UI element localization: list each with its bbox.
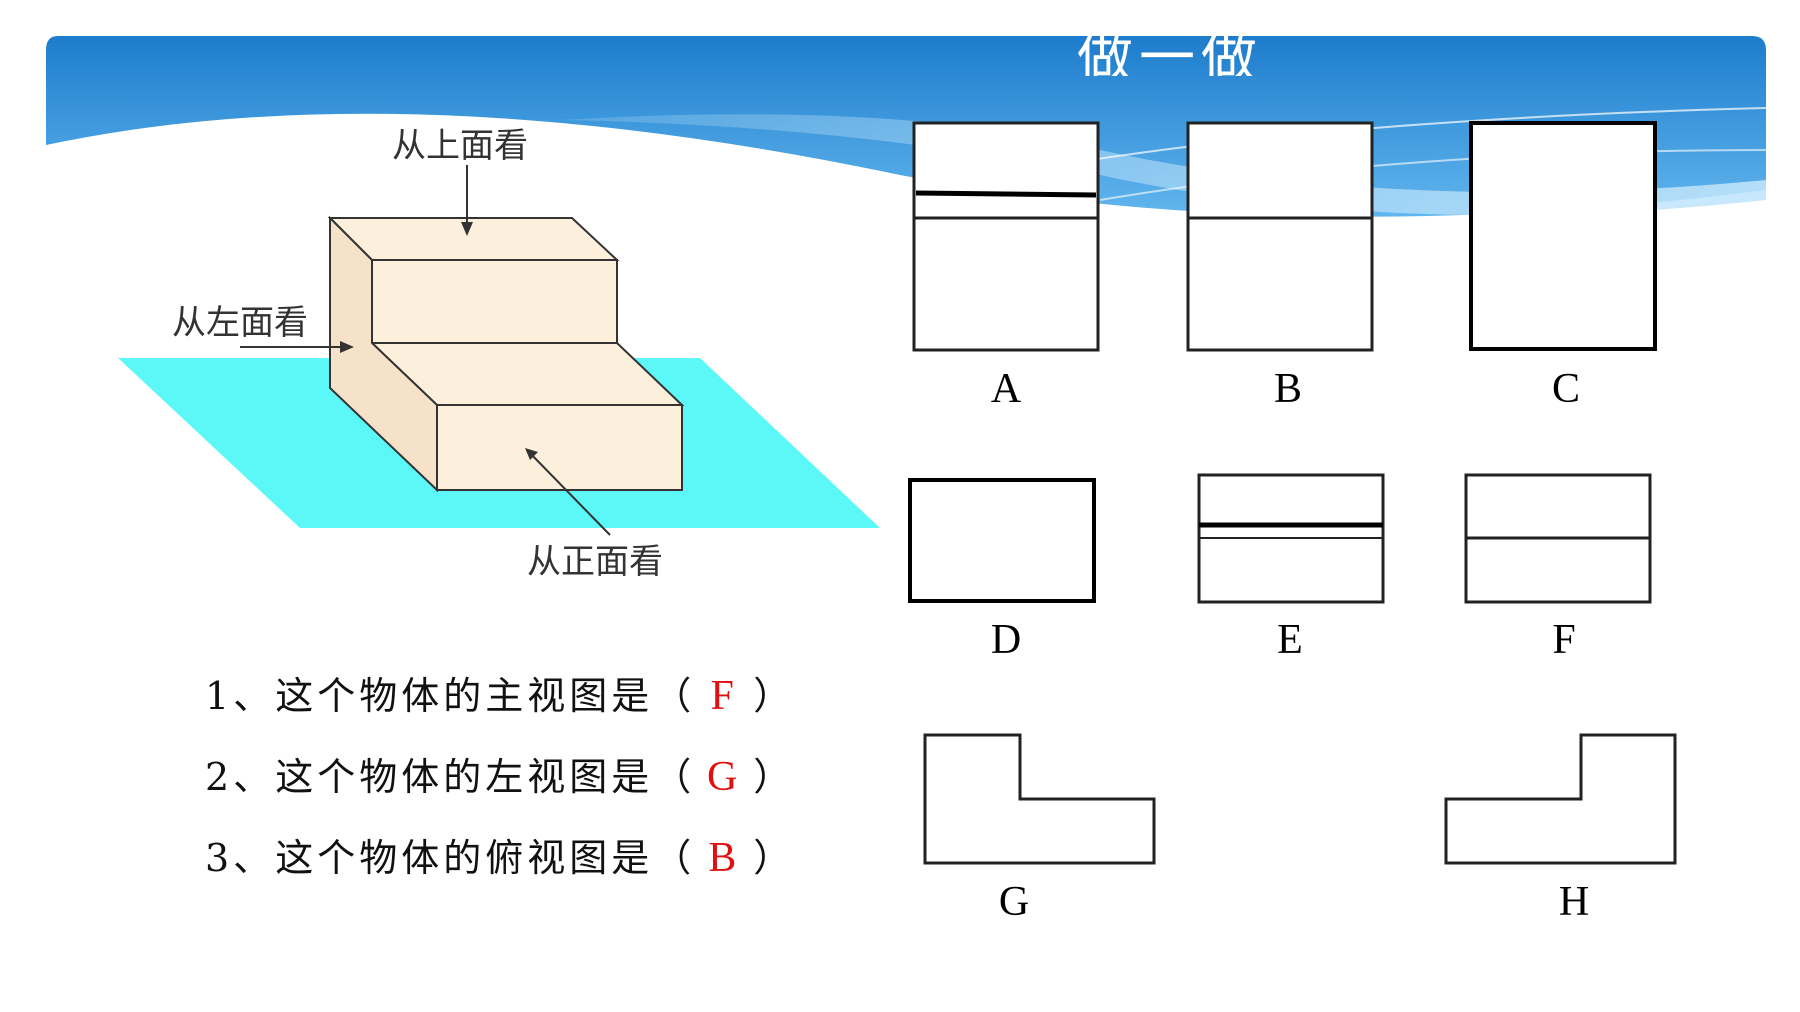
question-2-text: 这个物体的左视图是 — [275, 755, 654, 799]
question-3-close-paren: ） — [753, 836, 796, 880]
option-e-shape — [1197, 473, 1385, 604]
question-2-answer: G — [707, 754, 742, 800]
option-h-shape — [1444, 733, 1677, 865]
question-1-open-paren: （ — [653, 674, 696, 718]
label-left-view: 从左面看 — [172, 303, 308, 343]
upper-front-face — [371, 259, 618, 344]
label-top-view: 从上面看 — [392, 126, 528, 166]
question-1-answer: F — [710, 673, 738, 719]
option-a-label: A — [990, 366, 1022, 412]
option-f-label: F — [1552, 617, 1576, 663]
question-3-number: 3、 — [205, 836, 276, 880]
question-1-text: 这个物体的主视图是 — [275, 674, 654, 718]
option-d-label: D — [990, 617, 1022, 663]
question-2-number: 2、 — [205, 755, 276, 799]
label-front-view: 从正面看 — [527, 542, 663, 582]
option-a-shape — [912, 121, 1100, 352]
question-3-open-paren: （ — [653, 836, 696, 880]
option-g-shape — [923, 733, 1156, 865]
option-e-label: E — [1277, 617, 1303, 663]
option-d-shape — [908, 478, 1096, 603]
question-3-answer: B — [708, 835, 741, 881]
question-2-close-paren: ） — [753, 755, 796, 799]
option-c-label: C — [1551, 366, 1580, 412]
question-1-close-paren: ） — [753, 674, 796, 718]
upper-top-face — [327, 217, 620, 261]
lower-front-face — [436, 404, 683, 491]
question-2: 2、这个物体的左视图是（G） — [205, 746, 795, 801]
option-b-label: B — [1273, 366, 1302, 412]
question-1: 1、这个物体的主视图是（ F ） — [205, 665, 795, 720]
left-side-face — [329, 215, 438, 493]
question-2-open-paren: （ — [653, 755, 696, 799]
option-b-shape — [1186, 121, 1374, 352]
option-c-shape — [1469, 121, 1657, 351]
question-3: 3、这个物体的俯视图是（ B ） — [205, 827, 795, 882]
option-f-shape — [1464, 473, 1652, 604]
option-h-label: H — [1558, 879, 1590, 925]
isometric-block-figure — [118, 165, 880, 536]
slide-title: 做一做 — [1077, 26, 1263, 76]
question-3-text: 这个物体的俯视图是 — [275, 836, 654, 880]
question-1-number: 1、 — [205, 674, 276, 718]
option-g-label: G — [998, 879, 1030, 925]
